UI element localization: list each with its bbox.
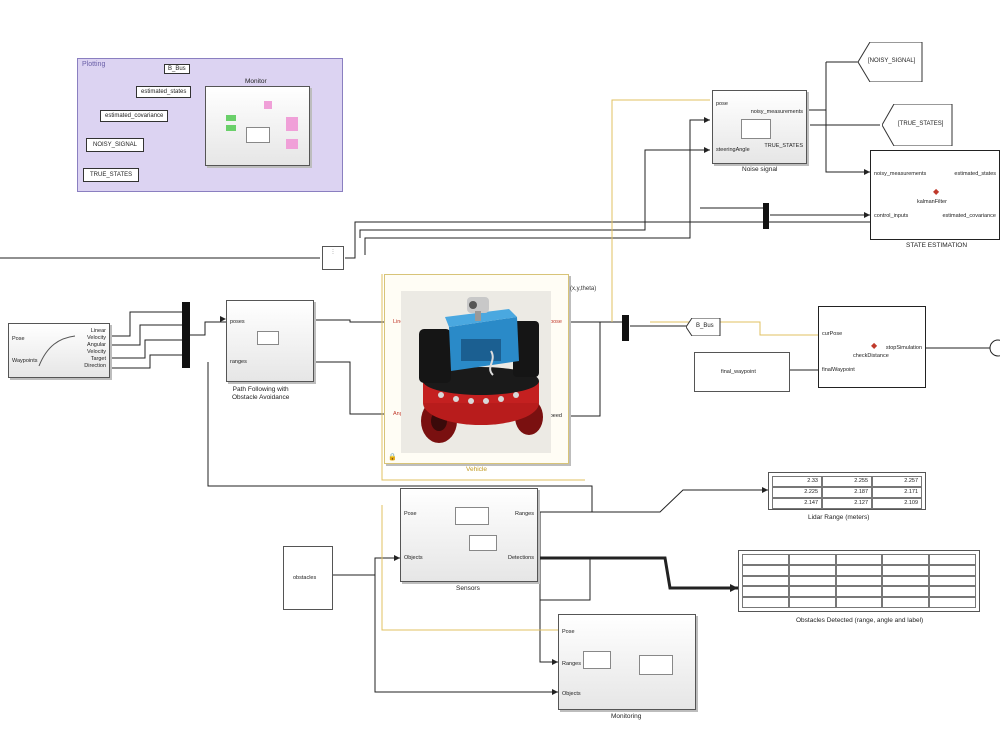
final-waypoint-block[interactable]: final_waypoint bbox=[694, 352, 790, 392]
from-tag-estimated-covariance[interactable]: estimated_covariance bbox=[100, 110, 169, 122]
port-waypoints: Waypoints bbox=[12, 358, 38, 364]
port-pose: Pose bbox=[12, 336, 25, 342]
lidar-range-display: 2.33 2.255 2.257 2.225 2.187 2.171 2.147… bbox=[768, 472, 926, 510]
monitor-caption: Monitor bbox=[245, 78, 267, 85]
from-tag-bbus[interactable]: B_Bus bbox=[164, 64, 190, 74]
path-following-caption: Path Following with Obstacle Avoidance bbox=[232, 386, 290, 401]
goto-noisy-signal-label: [NOISY_SIGNAL] bbox=[868, 58, 916, 64]
from-tag-noisy-signal[interactable]: NOISY_SIGNAL bbox=[86, 138, 145, 152]
obstacles-detected-display bbox=[738, 550, 980, 612]
xytheta-label: (x,y,theta) bbox=[570, 286, 597, 292]
obstacles-block[interactable]: obstacles bbox=[283, 546, 333, 610]
plotting-title: Plotting bbox=[82, 61, 106, 68]
sensors-block[interactable]: Pose Objects Ranges Detections bbox=[400, 488, 538, 582]
from-tag-true-states[interactable]: TRUE_STATES bbox=[83, 168, 140, 182]
monitor-subsystem[interactable] bbox=[205, 86, 310, 166]
path-curve-icon bbox=[38, 335, 76, 367]
obstacles-detected-caption: Obstacles Detected (range, angle and lab… bbox=[796, 617, 924, 624]
goto-true-states[interactable] bbox=[882, 104, 954, 146]
monitoring-caption: Monitoring bbox=[611, 713, 642, 720]
waypoint-controller-block[interactable]: Pose Waypoints Linear Velocity Angular V… bbox=[8, 323, 110, 378]
state-estimation-caption: STATE ESTIMATION bbox=[906, 242, 968, 249]
mux-bar-left[interactable] bbox=[182, 302, 190, 368]
state-estimation-block[interactable]: noisy_measurements control_inputs estima… bbox=[870, 150, 1000, 240]
path-following-block[interactable]: poses ranges bbox=[226, 300, 314, 382]
vehicle-caption: Vehicle bbox=[466, 466, 487, 473]
check-distance-block[interactable]: curPose finalWaypoint ◆ checkDistance st… bbox=[818, 306, 926, 388]
kalman-icon: ◆ bbox=[933, 187, 940, 196]
goto-noisy-signal[interactable] bbox=[858, 42, 924, 82]
robot-image bbox=[401, 291, 551, 453]
goto-true-states-label: [TRUE_STATES] bbox=[898, 121, 944, 127]
transform-block[interactable]: ⋮ bbox=[322, 246, 344, 270]
lock-icon: 🔒 bbox=[388, 454, 397, 461]
lidar-caption: Lidar Range (meters) bbox=[808, 514, 870, 521]
noise-signal-block[interactable]: pose steeringAngle noisy_measurements TR… bbox=[712, 90, 807, 164]
goto-bbus-label: B_Bus bbox=[696, 323, 714, 329]
check-icon: ◆ bbox=[871, 341, 878, 350]
noise-caption: Noise signal bbox=[742, 166, 778, 173]
monitoring-block[interactable]: Pose Ranges Objects bbox=[558, 614, 696, 710]
from-tag-estimated-states[interactable]: estimated_states bbox=[136, 86, 192, 98]
mux-bar-right[interactable] bbox=[622, 315, 629, 341]
sensors-caption: Sensors bbox=[456, 585, 480, 592]
mux-bar-state[interactable] bbox=[763, 203, 769, 229]
goto-bbus[interactable] bbox=[686, 318, 722, 336]
transform-glyph: ⋮ bbox=[330, 249, 336, 255]
